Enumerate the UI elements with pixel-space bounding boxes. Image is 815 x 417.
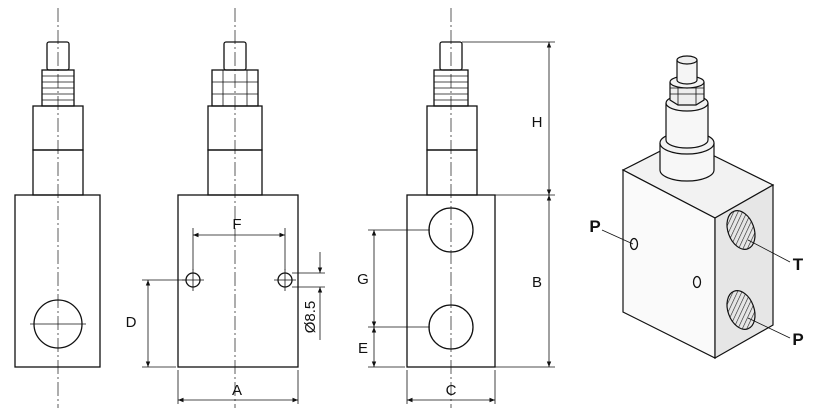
label-b: B xyxy=(532,274,542,291)
iso-cartridge-upper xyxy=(665,103,709,149)
label-d: D xyxy=(126,314,137,331)
threaded-port-t xyxy=(726,210,756,250)
label-e: E xyxy=(358,340,368,357)
mounting-hole-iso-2 xyxy=(692,275,702,289)
label-a: A xyxy=(232,382,242,399)
leader-t xyxy=(747,239,791,263)
label-port-p-left: P xyxy=(589,217,600,236)
leader-p-left xyxy=(601,229,634,245)
threaded-port-p xyxy=(726,290,756,330)
cartridge-lower xyxy=(426,149,478,196)
leader-p-right xyxy=(747,317,791,339)
valve-body-port xyxy=(406,194,496,368)
label-g: G xyxy=(357,271,369,288)
label-hole-diameter: Ø8.5 xyxy=(302,301,319,334)
label-f: F xyxy=(232,216,241,233)
mounting-hole-iso-1 xyxy=(629,237,639,251)
front-view xyxy=(142,8,325,408)
label-c: C xyxy=(446,382,457,399)
iso-cap xyxy=(676,60,698,85)
port-view xyxy=(368,8,555,408)
label-h: H xyxy=(532,114,543,131)
valve-body-side xyxy=(14,194,101,368)
label-port-p-right: P xyxy=(792,330,803,349)
isometric-view xyxy=(601,55,791,360)
side-view xyxy=(14,8,101,408)
valve-body-front xyxy=(177,194,299,368)
cartridge-upper xyxy=(426,105,478,151)
label-port-t: T xyxy=(793,255,804,274)
